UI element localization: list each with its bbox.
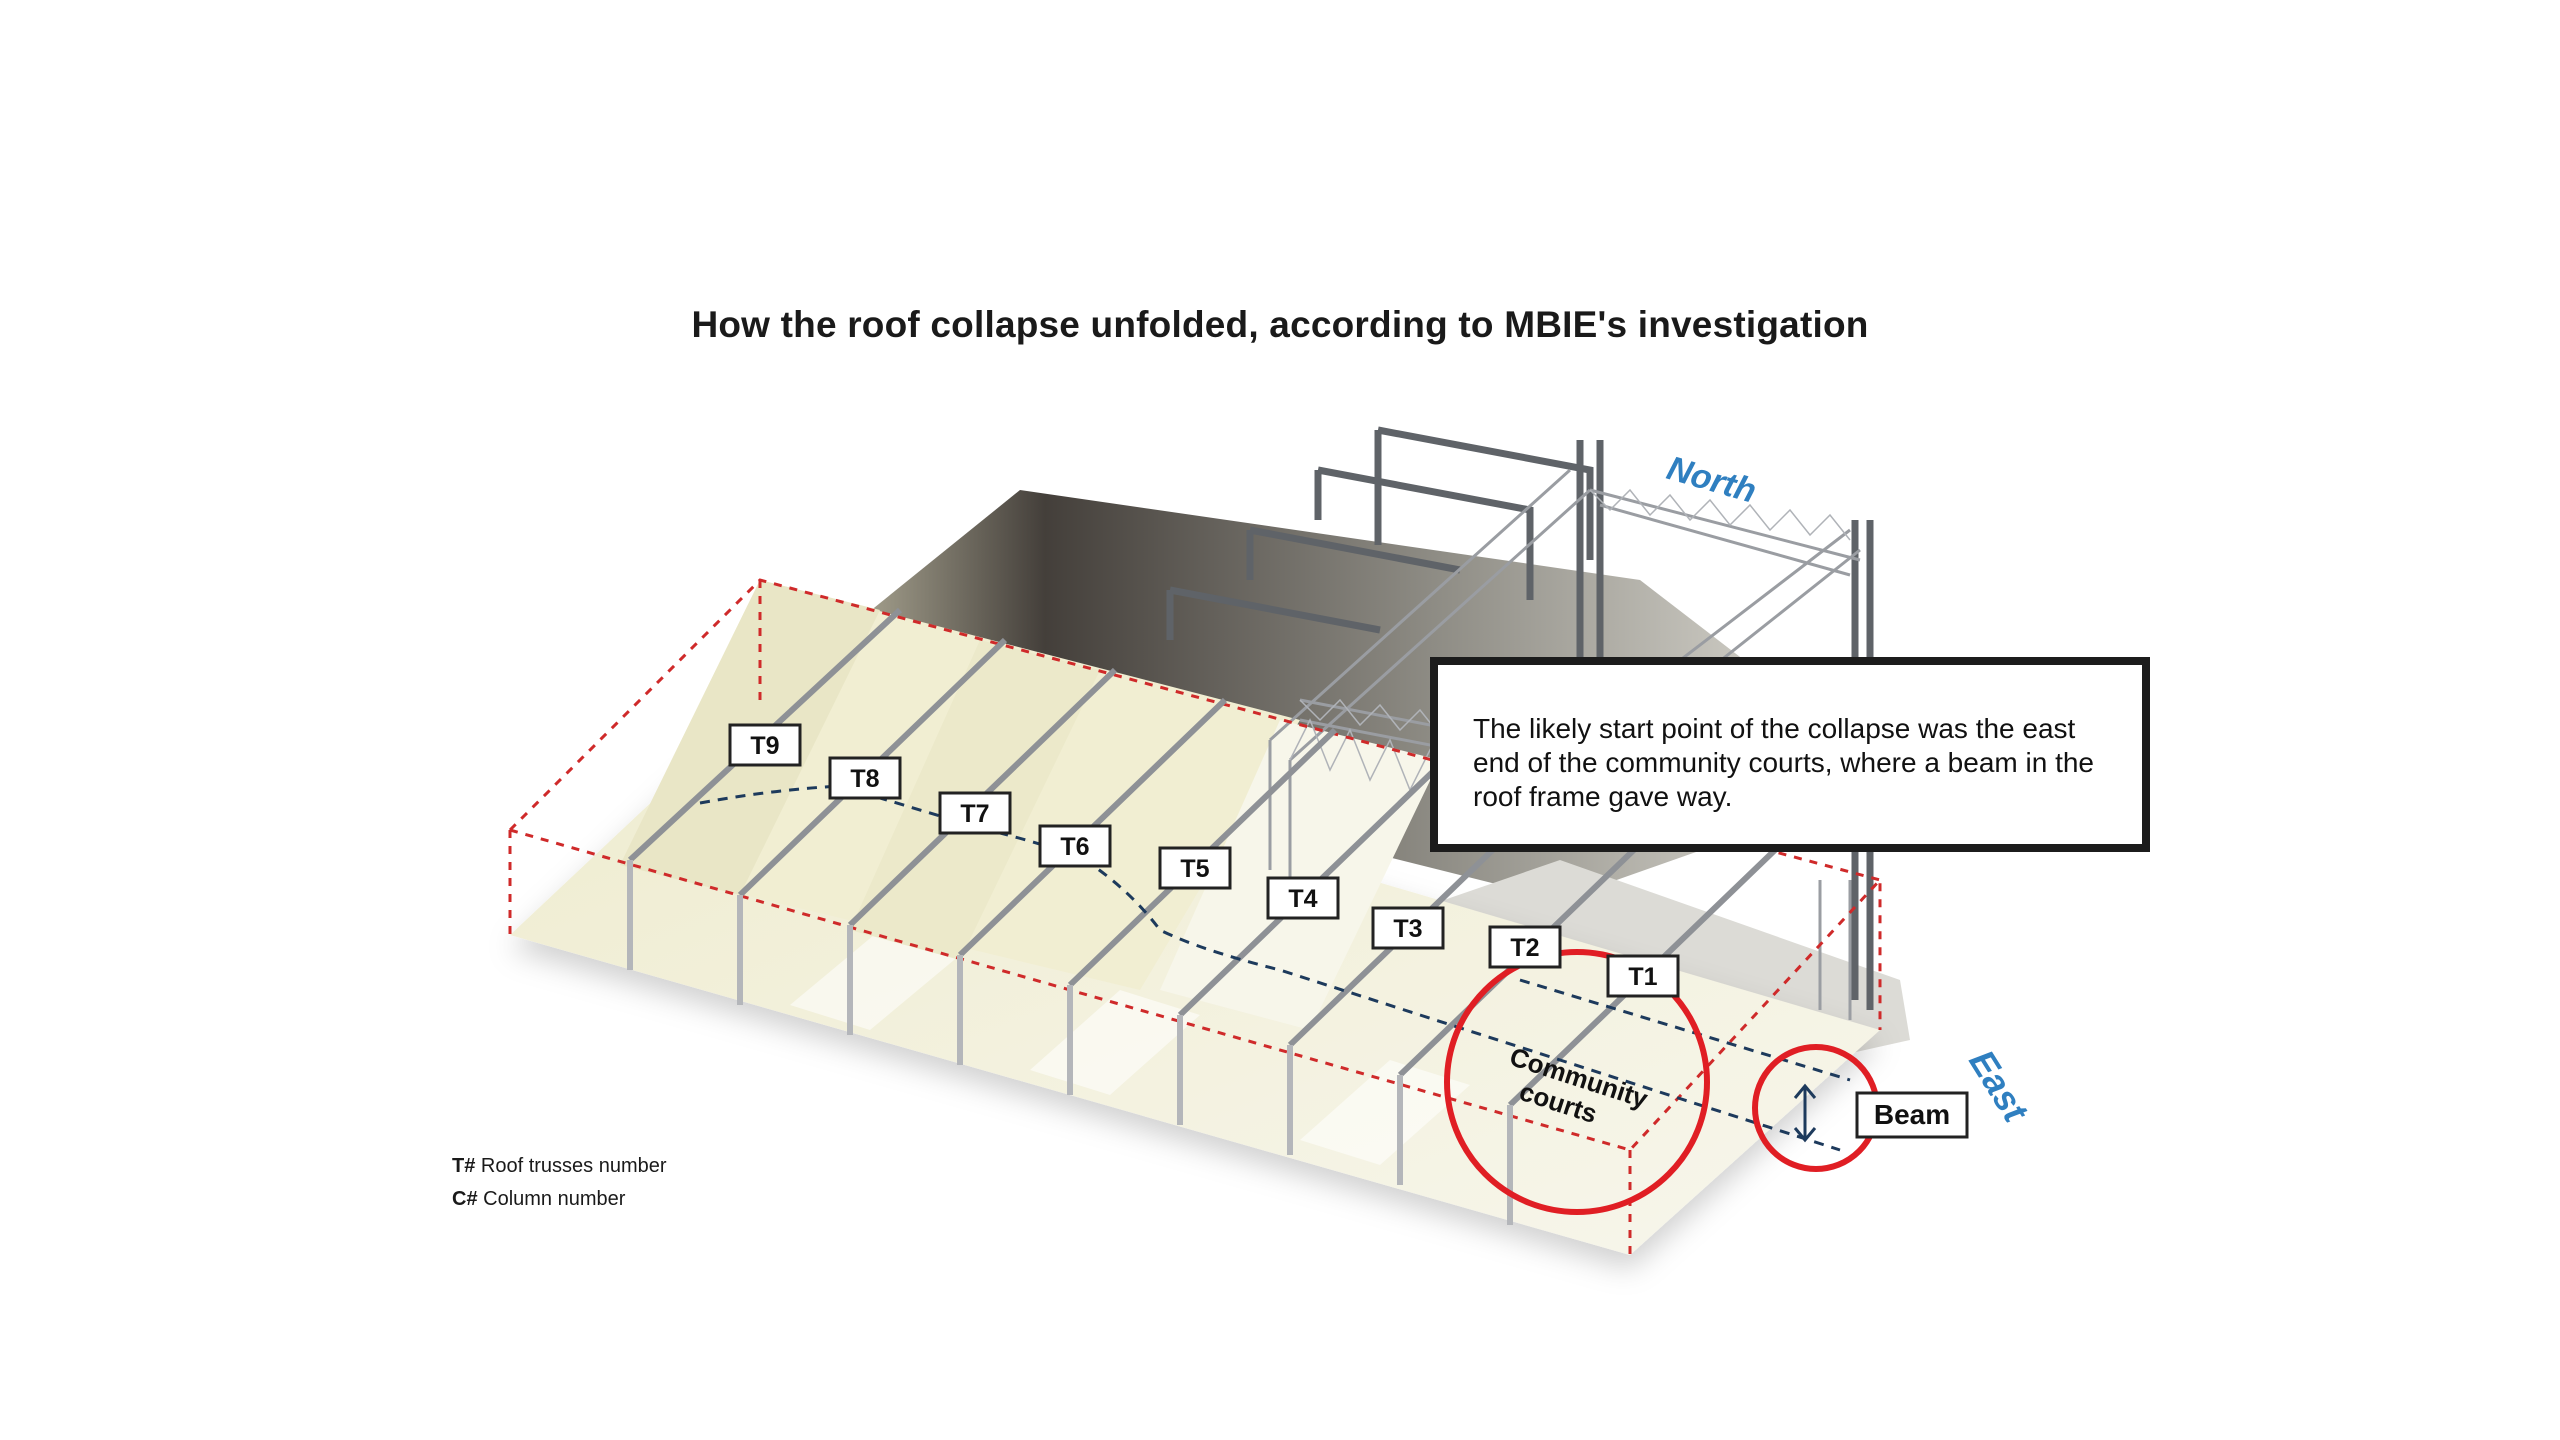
beam-arrow	[1793, 1083, 1817, 1143]
truss-label-t9: T9	[728, 723, 802, 767]
svg-text:T5: T5	[1180, 855, 1209, 883]
svg-text:T6: T6	[1060, 833, 1089, 861]
svg-text:T2: T2	[1510, 934, 1539, 962]
legend-columns: C# Column number	[452, 1188, 625, 1211]
collapse-start-circle	[1444, 949, 1710, 1215]
svg-text:T8: T8	[850, 765, 879, 793]
truss-label-t5: T5	[1158, 846, 1232, 890]
svg-text:T3: T3	[1393, 915, 1422, 943]
collapse-path	[699, 784, 1851, 1152]
beam-label: Beam	[1855, 1091, 1969, 1139]
svg-text:T4: T4	[1288, 885, 1317, 913]
truss-label-t3: T3	[1371, 906, 1445, 950]
truss-label-t7: T7	[938, 791, 1012, 835]
truss-labels: T9 T8 T7 T6 T5 T4 T3 T2 T1	[728, 723, 1680, 998]
svg-text:T9: T9	[750, 732, 779, 760]
page-title: How the roof collapse unfolded, accordin…	[691, 304, 1869, 345]
collapse-callout: The likely start point of the collapse w…	[1430, 657, 2150, 852]
east-label: East	[1961, 1043, 2037, 1131]
truss-label-t1: T1	[1606, 954, 1680, 998]
svg-text:Beam: Beam	[1874, 1099, 1950, 1130]
legend-key: T#	[452, 1155, 476, 1177]
svg-text:T7: T7	[960, 800, 989, 828]
legend-trusses: T# Roof trusses number	[452, 1155, 667, 1178]
legend-key: C#	[452, 1188, 478, 1210]
truss-label-t8: T8	[828, 756, 902, 800]
truss-label-t2: T2	[1488, 925, 1562, 969]
truss-label-t6: T6	[1038, 824, 1112, 868]
legend-text: Roof trusses number	[480, 1155, 667, 1177]
svg-text:T1: T1	[1628, 963, 1657, 991]
legend-text: Column number	[483, 1188, 626, 1210]
truss-label-t4: T4	[1266, 876, 1340, 920]
